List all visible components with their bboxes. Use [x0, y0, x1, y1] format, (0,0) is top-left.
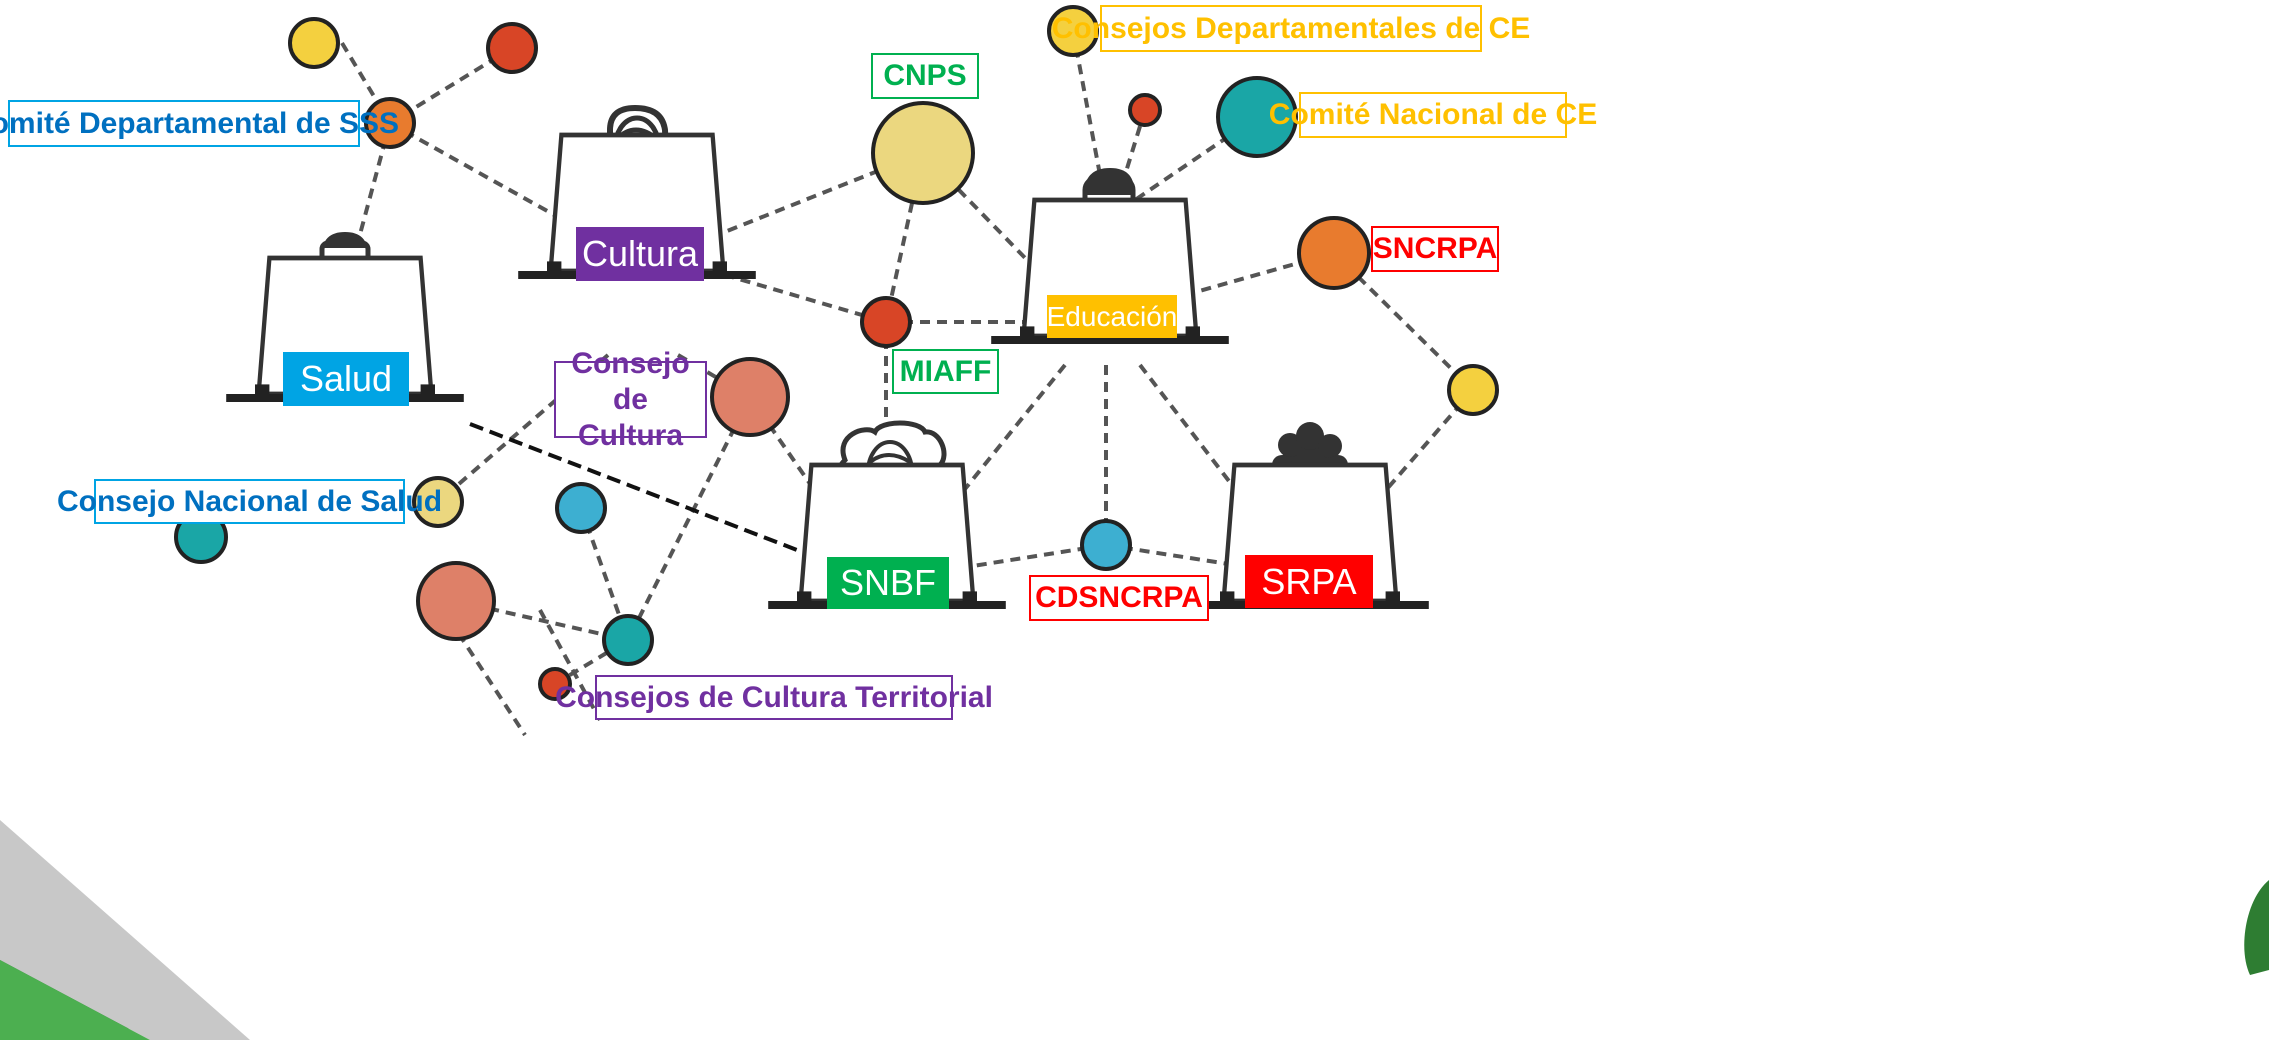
snbf-label-bg	[827, 557, 949, 609]
node	[288, 17, 340, 69]
miaff-label: MIAFF	[892, 349, 999, 394]
salud-snbf-link	[469, 422, 811, 557]
snbf-label: SNBF	[839, 562, 936, 603]
corner-decoration	[0, 820, 250, 1040]
comite-departamental-sss-label: Comité Departamental de SSS	[0, 100, 399, 147]
salud-label: Salud	[299, 358, 393, 399]
node	[416, 561, 496, 641]
node	[1080, 519, 1132, 571]
cnps-label: CNPS	[871, 53, 979, 99]
cultura-label-bg	[576, 227, 704, 281]
node	[860, 296, 912, 348]
node	[710, 357, 790, 437]
salud-label-bg	[283, 352, 409, 406]
srpa-label: SRPA	[1261, 560, 1357, 602]
consejos-departamentales-ce-label: Consejos Departamentales de CE	[1052, 5, 1530, 52]
node	[538, 667, 572, 701]
educacion-label: Educación	[1046, 300, 1178, 332]
srpa-label-bg	[1245, 555, 1373, 608]
node	[1297, 216, 1371, 290]
node	[555, 482, 607, 534]
sncrpa-label: SNCRPA	[1371, 226, 1499, 272]
node	[871, 101, 975, 205]
node	[602, 614, 654, 666]
node	[486, 22, 538, 74]
consejo-cultura-label: Consejo de Cultura	[554, 347, 707, 452]
educacion-label-bg	[1047, 295, 1177, 338]
consejos-cultura-territorial-label: Consejos de Cultura Territorial	[555, 675, 993, 720]
nodes	[174, 5, 1499, 701]
comite-nacional-ce-label: Comité Nacional de CE	[1269, 92, 1597, 138]
edge-leaf-decoration	[2244, 880, 2269, 975]
node	[1216, 76, 1298, 158]
consejo-nacional-salud-label: Consejo Nacional de Salud	[57, 479, 442, 524]
node	[1047, 5, 1099, 57]
node	[1128, 93, 1162, 127]
node	[1447, 364, 1499, 416]
cdsncrpa-label: CDSNCRPA	[1029, 575, 1209, 621]
node	[364, 97, 416, 149]
cultura-label: Cultura	[581, 233, 699, 274]
node	[412, 476, 464, 528]
